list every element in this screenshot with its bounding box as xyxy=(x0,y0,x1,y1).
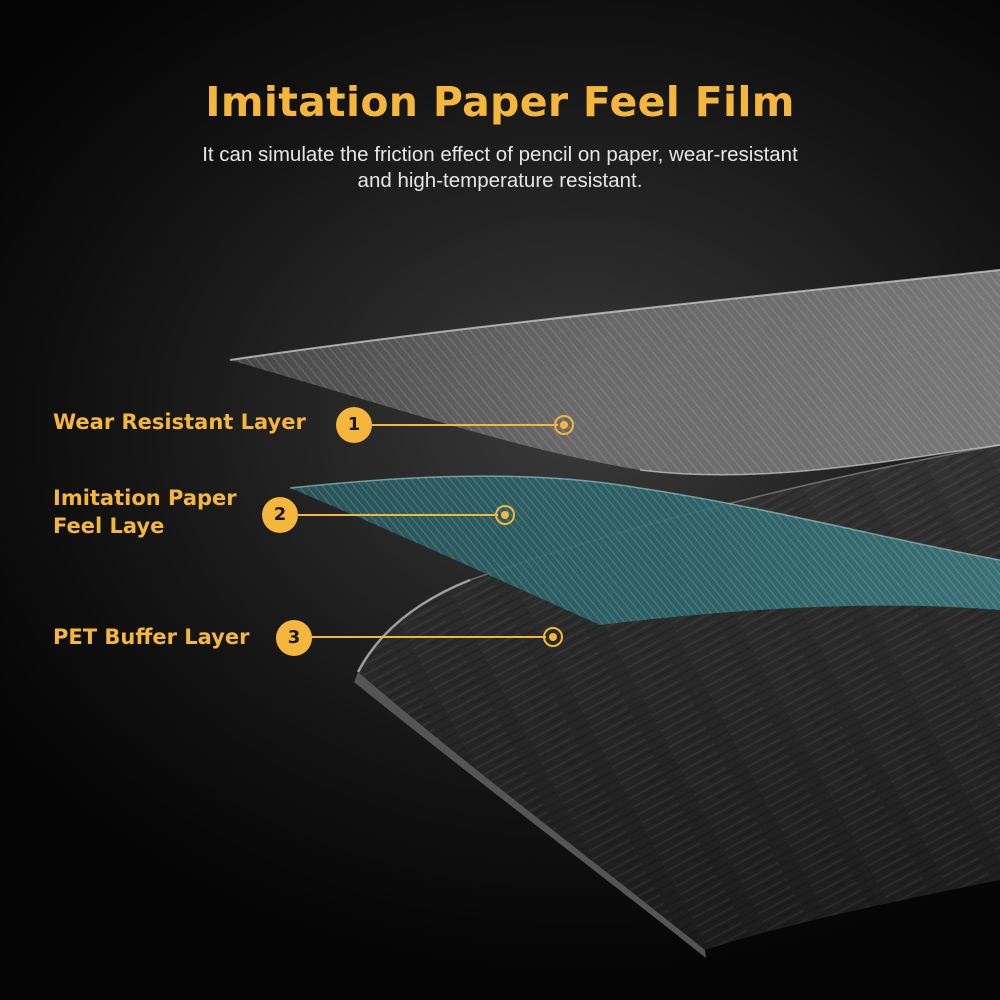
page-title: Imitation Paper Feel Film xyxy=(205,78,795,126)
wear-resistant-layer-label: Wear Resistant Layer xyxy=(53,410,306,434)
paper-feel-layer-shape xyxy=(289,475,1000,625)
callout-line-2 xyxy=(298,505,515,525)
paper-feel-layer-label-line-2: Feel Laye xyxy=(53,514,165,538)
pet-buffer-layer-label: PET Buffer Layer xyxy=(53,625,250,649)
callout-line-3 xyxy=(312,627,563,647)
wear-resistant-layer-shape xyxy=(229,269,1000,476)
page-subtitle: It can simulate the friction effect of p… xyxy=(100,142,900,194)
layer-3-badge: 3 xyxy=(276,620,312,656)
layer-2-badge: 2 xyxy=(262,497,298,533)
paper-feel-layer-label: Imitation Paper Feel Laye xyxy=(53,484,237,540)
layer-1-badge: 1 xyxy=(336,407,372,443)
subtitle-line-1: It can simulate the friction effect of p… xyxy=(202,143,798,166)
paper-feel-layer-label-line-1: Imitation Paper xyxy=(53,486,237,510)
subtitle-line-2: and high-temperature resistant. xyxy=(357,169,643,192)
callout-line-1 xyxy=(372,415,574,435)
